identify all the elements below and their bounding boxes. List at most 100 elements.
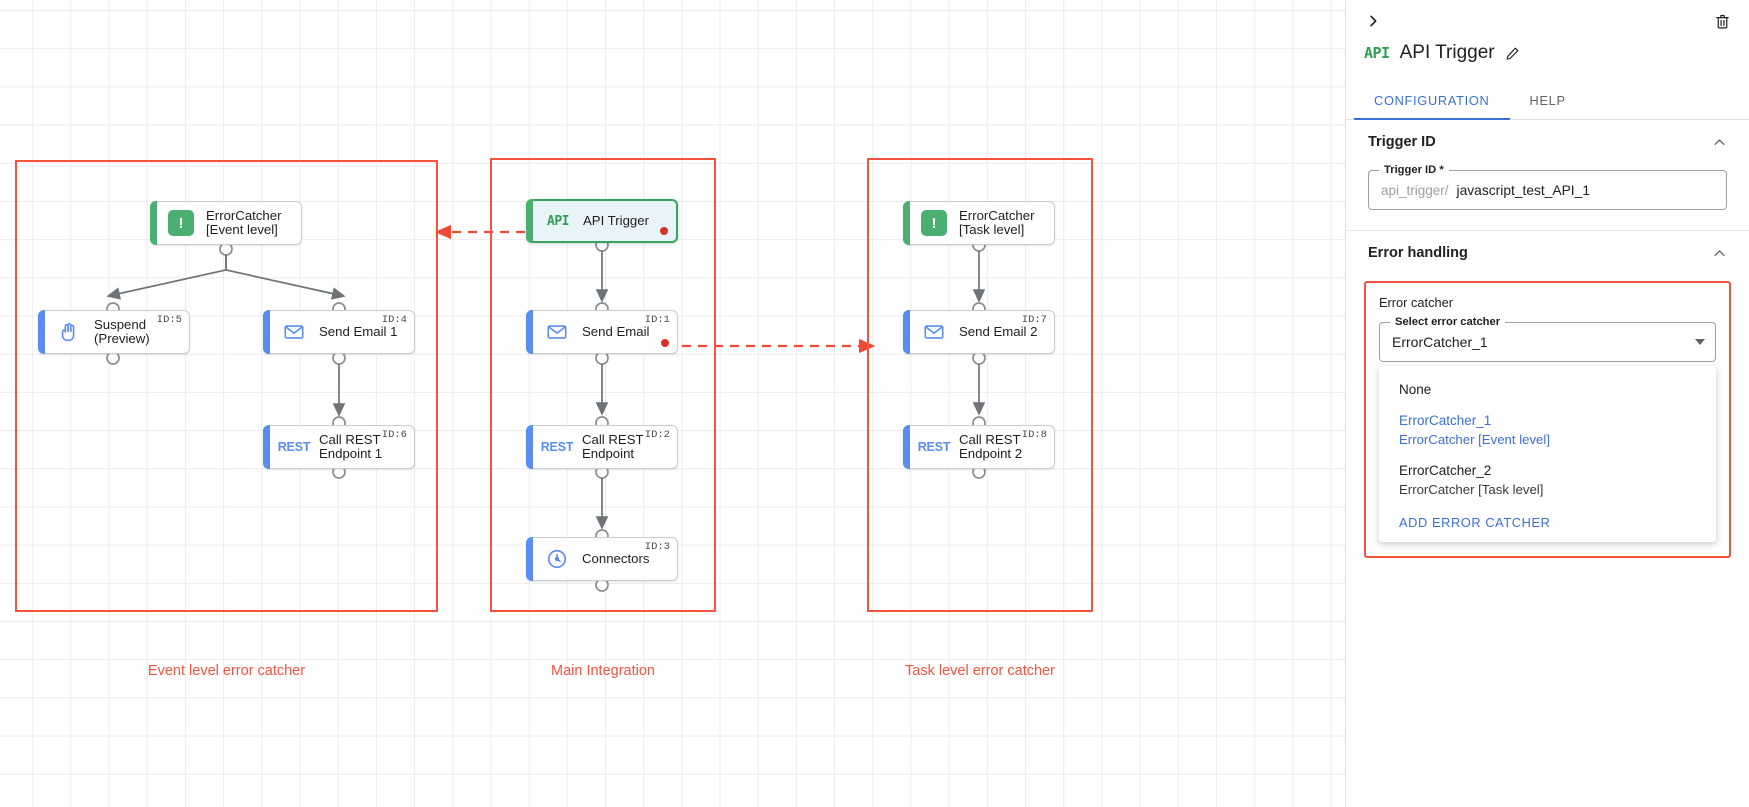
delete-icon[interactable] <box>1709 8 1735 34</box>
node-label: Call REST Endpoint 2 <box>959 431 1023 461</box>
rest-icon: REST <box>540 432 574 462</box>
trigger-id-prefix: api_trigger/ <box>1381 182 1449 198</box>
properties-panel: API API Trigger CONFIGURATION HELP Trigg… <box>1345 0 1749 807</box>
section-title: Error handling <box>1368 245 1468 261</box>
node-send-email-2[interactable]: Send Email 2 ID:7 <box>903 310 1055 354</box>
section-header-trigger-id[interactable]: Trigger ID <box>1346 120 1749 164</box>
dropdown-option-secondary: ErrorCatcher [Task level] <box>1399 482 1544 497</box>
node-api-trigger[interactable]: API API Trigger <box>526 199 678 243</box>
node-id-badge: ID:1 <box>644 314 670 326</box>
node-accent-bar <box>903 310 910 354</box>
group-caption-main-integration: Main Integration <box>551 663 655 679</box>
node-accent-bar <box>526 537 533 581</box>
node-id-badge: ID:2 <box>644 429 670 441</box>
api-badge-glyph: API <box>547 213 569 229</box>
node-label: Call REST Endpoint 1 <box>319 431 383 461</box>
trigger-id-field[interactable]: Trigger ID * api_trigger/ javascript_tes… <box>1368 164 1727 210</box>
trigger-id-legend: Trigger ID * <box>1379 164 1449 176</box>
node-label: Suspend (Preview) <box>94 316 150 346</box>
chevron-up-icon[interactable] <box>1712 246 1727 261</box>
rest-icon: REST <box>278 432 311 462</box>
page-title: API Trigger <box>1399 42 1495 63</box>
error-catcher-icon: ! <box>919 208 949 238</box>
envelope-icon <box>279 317 309 347</box>
node-accent-bar <box>263 425 270 469</box>
node-label: Connectors <box>582 550 650 566</box>
panel-tabs[interactable]: CONFIGURATION HELP <box>1346 82 1749 120</box>
node-errorcatcher-task-level[interactable]: ! ErrorCatcher [Task level] <box>903 201 1055 245</box>
node-accent-bar <box>150 201 157 245</box>
select-error-catcher-value: ErrorCatcher_1 <box>1392 334 1488 350</box>
trigger-id-input[interactable]: javascript_test_API_1 <box>1456 182 1590 198</box>
workflow-canvas[interactable]: Event level error catcher Main Integrati… <box>0 0 1345 807</box>
rest-badge-glyph: REST <box>917 440 951 454</box>
chevron-up-icon[interactable] <box>1712 135 1727 150</box>
error-badge-glyph: ! <box>921 210 947 236</box>
node-accent-bar <box>526 199 533 243</box>
envelope-icon <box>542 317 572 347</box>
dropdown-option-secondary: ErrorCatcher [Event level] <box>1399 432 1550 447</box>
panel-header: API API Trigger <box>1346 0 1749 82</box>
api-icon: API <box>543 206 573 236</box>
tab-configuration[interactable]: CONFIGURATION <box>1354 82 1510 120</box>
group-task-level-error-catcher <box>867 158 1093 612</box>
error-handling-body: Error catcher Select error catcher Error… <box>1346 275 1749 558</box>
chevron-down-icon[interactable] <box>1695 339 1705 345</box>
rest-icon: REST <box>917 432 951 462</box>
node-label: Send Email 1 <box>319 323 398 339</box>
node-label: ErrorCatcher [Event level] <box>206 207 282 237</box>
node-call-rest-endpoint-2[interactable]: REST Call REST Endpoint 2 ID:8 <box>903 425 1055 469</box>
section-header-error-handling[interactable]: Error handling <box>1346 231 1749 275</box>
error-catcher-highlight-box: Error catcher Select error catcher Error… <box>1364 281 1731 558</box>
dropdown-option-primary: None <box>1399 382 1432 397</box>
node-send-email[interactable]: Send Email ID:1 <box>526 310 678 354</box>
group-main-integration <box>490 158 716 612</box>
section-trigger-id: Trigger ID Trigger ID * api_trigger/ jav… <box>1346 120 1749 231</box>
select-error-catcher-legend: Select error catcher <box>1390 316 1506 328</box>
node-label: Send Email 2 <box>959 323 1038 339</box>
node-id-badge: ID:3 <box>644 541 670 553</box>
select-error-catcher[interactable]: Select error catcher ErrorCatcher_1 <box>1379 316 1716 362</box>
tab-help[interactable]: HELP <box>1529 93 1566 108</box>
error-catcher-label: Error catcher <box>1379 295 1453 310</box>
error-catcher-icon: ! <box>166 208 196 238</box>
node-call-rest-endpoint[interactable]: REST Call REST Endpoint ID:2 <box>526 425 678 469</box>
node-label: Send Email <box>582 323 650 339</box>
envelope-icon <box>919 317 949 347</box>
node-accent-bar <box>526 310 533 354</box>
error-badge-glyph: ! <box>168 210 194 236</box>
node-error-indicator-dot <box>661 339 669 347</box>
node-accent-bar <box>263 310 270 354</box>
node-send-email-1[interactable]: Send Email 1 ID:4 <box>263 310 415 354</box>
error-catcher-dropdown-menu[interactable]: None ErrorCatcher_1 ErrorCatcher [Event … <box>1379 366 1716 542</box>
rest-badge-glyph: REST <box>540 440 574 454</box>
node-id-badge: ID:4 <box>381 314 407 326</box>
node-call-rest-endpoint-1[interactable]: REST Call REST Endpoint 1 ID:6 <box>263 425 415 469</box>
node-accent-bar <box>526 425 533 469</box>
node-errorcatcher-event-level[interactable]: ! ErrorCatcher [Event level] <box>150 201 302 245</box>
dropdown-option-none[interactable]: None <box>1379 374 1716 405</box>
section-error-handling: Error handling Error catcher Select erro… <box>1346 231 1749 558</box>
node-suspend-preview[interactable]: Suspend (Preview) ID:5 <box>38 310 190 354</box>
node-connectors[interactable]: Connectors ID:3 <box>526 537 678 581</box>
node-id-badge: ID:7 <box>1021 314 1047 326</box>
node-id-badge: ID:5 <box>156 314 182 326</box>
collapse-panel-icon[interactable] <box>1360 8 1386 34</box>
api-icon: API <box>1364 44 1390 62</box>
dropdown-option-errorcatcher-2[interactable]: ErrorCatcher_2 ErrorCatcher [Task level] <box>1379 455 1716 505</box>
dropdown-option-errorcatcher-1[interactable]: ErrorCatcher_1 ErrorCatcher [Event level… <box>1379 405 1716 455</box>
node-error-indicator-dot <box>660 227 668 235</box>
connectors-icon <box>542 544 572 574</box>
section-title: Trigger ID <box>1368 134 1436 150</box>
dropdown-option-primary: ErrorCatcher_2 <box>1399 463 1492 478</box>
node-label: Call REST Endpoint <box>582 431 644 461</box>
edit-icon[interactable] <box>1505 46 1520 61</box>
group-event-level-error-catcher <box>15 160 438 612</box>
dropdown-option-primary: ErrorCatcher_1 <box>1399 413 1492 428</box>
node-accent-bar <box>38 310 45 354</box>
node-id-badge: ID:6 <box>381 429 407 441</box>
add-error-catcher-button[interactable]: ADD ERROR CATCHER <box>1399 515 1551 530</box>
hand-icon <box>54 317 84 347</box>
section-body-trigger-id: Trigger ID * api_trigger/ javascript_tes… <box>1346 164 1749 230</box>
node-accent-bar <box>903 425 910 469</box>
